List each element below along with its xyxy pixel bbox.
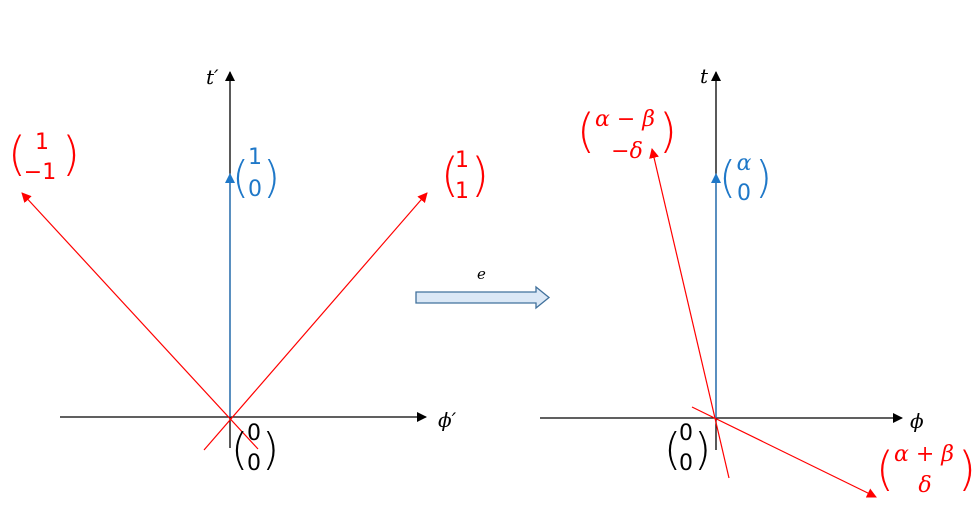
right-blue-vector-label: ( α 0 )	[719, 151, 772, 206]
right-blue-paren-close: )	[755, 152, 772, 203]
left-origin-paren-open: (	[231, 424, 248, 475]
right-phi-axis-label: ϕ	[910, 409, 924, 433]
right-red-lower-top: α + β	[894, 442, 954, 467]
right-red-lower-paren-open: (	[876, 442, 894, 496]
right-origin-label: ( 0 0 )	[664, 421, 711, 476]
left-red-right-paren-close: )	[471, 148, 489, 202]
right-blue-vector-top: α	[737, 151, 752, 176]
right-origin-top: 0	[679, 421, 693, 446]
left-blue-vector-bottom: 0	[248, 177, 262, 202]
right-origin-paren-open: (	[664, 424, 681, 475]
left-origin-bottom: 0	[247, 451, 261, 476]
right-red-lower-paren-close: )	[958, 442, 976, 496]
left-red-vector-right-arrow	[203, 192, 428, 451]
left-red-vector-right-label: ( 1 1 )	[441, 148, 489, 204]
right-red-vector-lower-arrow	[691, 406, 877, 498]
left-blue-paren-open: (	[232, 152, 249, 203]
right-origin-bottom: 0	[679, 451, 693, 476]
left-blue-vector-label: ( 1 0 )	[232, 145, 280, 203]
transform-arrow-group: e	[415, 265, 551, 310]
left-red-left-paren-close: )	[62, 127, 80, 181]
right-blue-paren-open: (	[719, 152, 736, 203]
left-panel: t′ ϕ′ ( 1 0 ) ( 1 −1 ) ( 1 1 ) ( 0 0	[8, 65, 489, 476]
right-red-vector-upper-label: ( α − β −δ )	[577, 104, 677, 164]
right-red-upper-bottom: −δ	[611, 139, 643, 164]
right-red-upper-paren-close: )	[659, 104, 677, 158]
left-red-right-paren-open: (	[441, 148, 459, 202]
left-phi-axis-label: ϕ′	[438, 408, 457, 432]
right-t-axis-label: t	[700, 64, 709, 88]
left-red-left-paren-open: (	[8, 127, 26, 181]
left-origin-paren-close: )	[262, 424, 279, 475]
right-red-lower-bottom: δ	[918, 473, 931, 498]
right-blue-vector-bottom: 0	[737, 181, 751, 206]
transform-label: e	[477, 265, 486, 283]
left-red-left-bottom: −1	[24, 160, 56, 185]
right-red-vector-lower-label: ( α + β δ )	[876, 442, 976, 498]
transform-block-arrow	[415, 285, 551, 310]
left-red-right-top: 1	[455, 148, 469, 173]
right-panel: t ϕ ( α 0 ) ( α − β −δ ) ( α + β δ ) ( 0	[540, 64, 976, 498]
left-blue-paren-close: )	[263, 152, 280, 203]
left-origin-label: ( 0 0 )	[231, 421, 279, 476]
left-red-right-bottom: 1	[455, 179, 469, 204]
right-red-vector-upper-arrow	[649, 148, 730, 479]
left-origin-top: 0	[247, 421, 261, 446]
left-red-left-top: 1	[35, 130, 49, 155]
right-red-upper-paren-open: (	[577, 104, 595, 158]
left-blue-vector-top: 1	[248, 145, 262, 170]
left-red-vector-left-label: ( 1 −1 )	[8, 127, 80, 185]
left-red-vector-left-arrow	[21, 192, 259, 450]
right-red-upper-top: α − β	[595, 107, 655, 132]
right-origin-paren-close: )	[694, 424, 711, 475]
left-t-axis-label: t′	[206, 65, 219, 89]
